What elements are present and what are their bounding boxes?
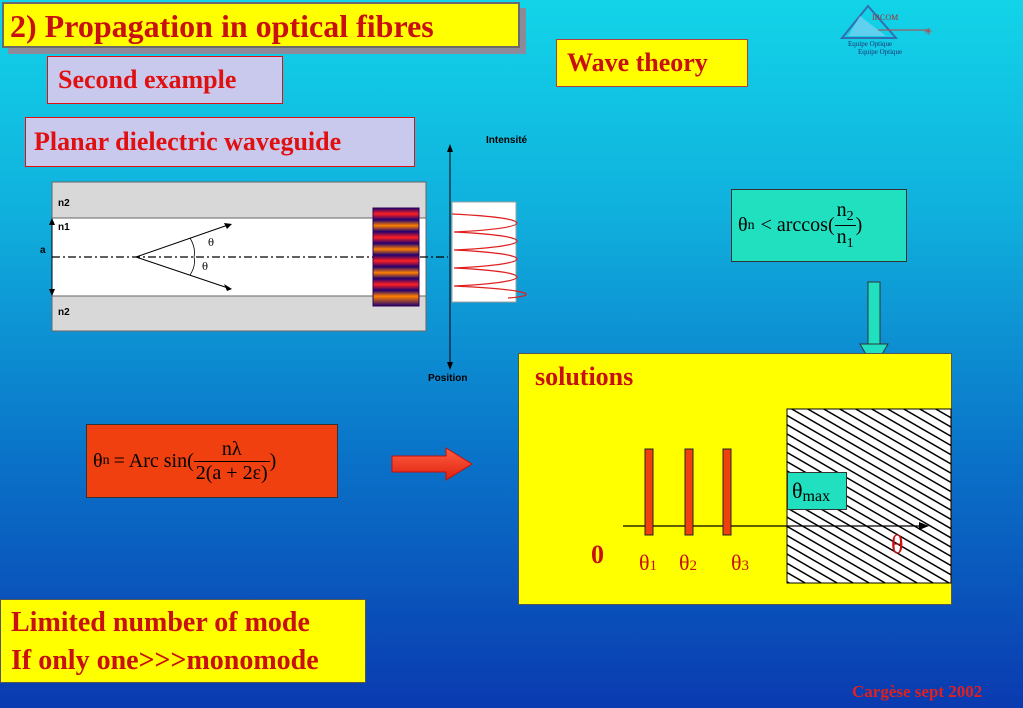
logo-triangle-icon: ✳	[839, 4, 932, 39]
solutions-panel: solutions θmax 0 θ θ1 θ2 θ3	[518, 353, 952, 605]
mode-1-sub: 1	[649, 558, 658, 574]
intensity-label: Intensité	[486, 135, 528, 146]
mode-2-label: θ2	[679, 550, 697, 576]
mode-den: 2(a + 2ε)	[195, 461, 268, 484]
mode-3-label: θ3	[731, 550, 749, 576]
mode-2-sub: 2	[689, 558, 698, 574]
n2-top-label: n2	[58, 198, 70, 209]
origin-label: 0	[591, 540, 604, 569]
cutoff-rel: < arccos(	[760, 214, 835, 236]
logo-line2: Equipe Optique	[858, 48, 903, 56]
cutoff-num-sub: 2	[846, 209, 854, 224]
mode-fraction: nλ 2(a + 2ε)	[193, 438, 270, 485]
section-heading: Planar dielectric waveguide	[25, 117, 415, 167]
footer-text: Cargèse sept 2002	[852, 682, 983, 701]
wave-theory-label: Wave theory	[556, 39, 748, 87]
a-label: a	[40, 245, 46, 256]
mode-3-sub: 3	[741, 558, 750, 574]
mode-1-label: θ1	[639, 550, 657, 576]
mode-1-symbol: θ	[639, 550, 650, 575]
theta-lower-label: θ	[202, 262, 209, 273]
mode-2-symbol: θ	[679, 550, 690, 575]
mode-close: )	[269, 449, 277, 472]
theta-max-box: θmax	[787, 472, 847, 510]
mode-num: nλ	[193, 438, 270, 462]
logo-line1: Equipe Optique	[848, 40, 893, 48]
conclusion-box: Limited number of mode If only one>>>mon…	[0, 599, 366, 683]
logo-top-text: IRCOM	[872, 13, 899, 22]
theta-axis-label: θ	[891, 530, 904, 559]
waveguide-figure: Intensité Position n2 n1 a θ θ n2	[38, 130, 538, 390]
theta-max-sub: max	[802, 488, 831, 505]
n2-bottom-label: n2	[58, 307, 70, 318]
second-example-label: Second example	[47, 56, 283, 104]
slide-title: 2) Propagation in optical fibres	[2, 2, 520, 48]
cutoff-lhs: θ	[738, 214, 748, 236]
cutoff-fraction: n2 n1	[834, 199, 856, 252]
mode-3-symbol: θ	[731, 550, 742, 575]
mode-lhs: θ	[93, 449, 103, 472]
cutoff-den-sub: 1	[846, 236, 854, 251]
conclusion-line-1: Limited number of mode	[11, 607, 310, 638]
right-arrow-icon	[391, 447, 473, 481]
cutoff-num: n	[836, 199, 847, 221]
ircom-logo: ✳ IRCOM Equipe Optique Equipe Optique	[838, 2, 938, 60]
theta-max-symbol: θ	[792, 478, 803, 503]
n1-label: n1	[58, 222, 70, 233]
mode-rel: = Arc sin(	[113, 449, 194, 472]
theta-upper-label: θ	[208, 238, 215, 249]
position-label: Position	[428, 373, 468, 384]
waveguide-diagram	[49, 144, 527, 370]
cutoff-lhs-sub: n	[747, 217, 755, 233]
conclusion-line-2: If only one>>>monomode	[11, 645, 319, 676]
svg-text:✳: ✳	[924, 27, 932, 38]
cutoff-close: )	[855, 214, 863, 236]
cutoff-den: n	[836, 226, 847, 248]
solutions-label: solutions	[535, 362, 634, 391]
mode-lhs-sub: n	[102, 453, 110, 468]
